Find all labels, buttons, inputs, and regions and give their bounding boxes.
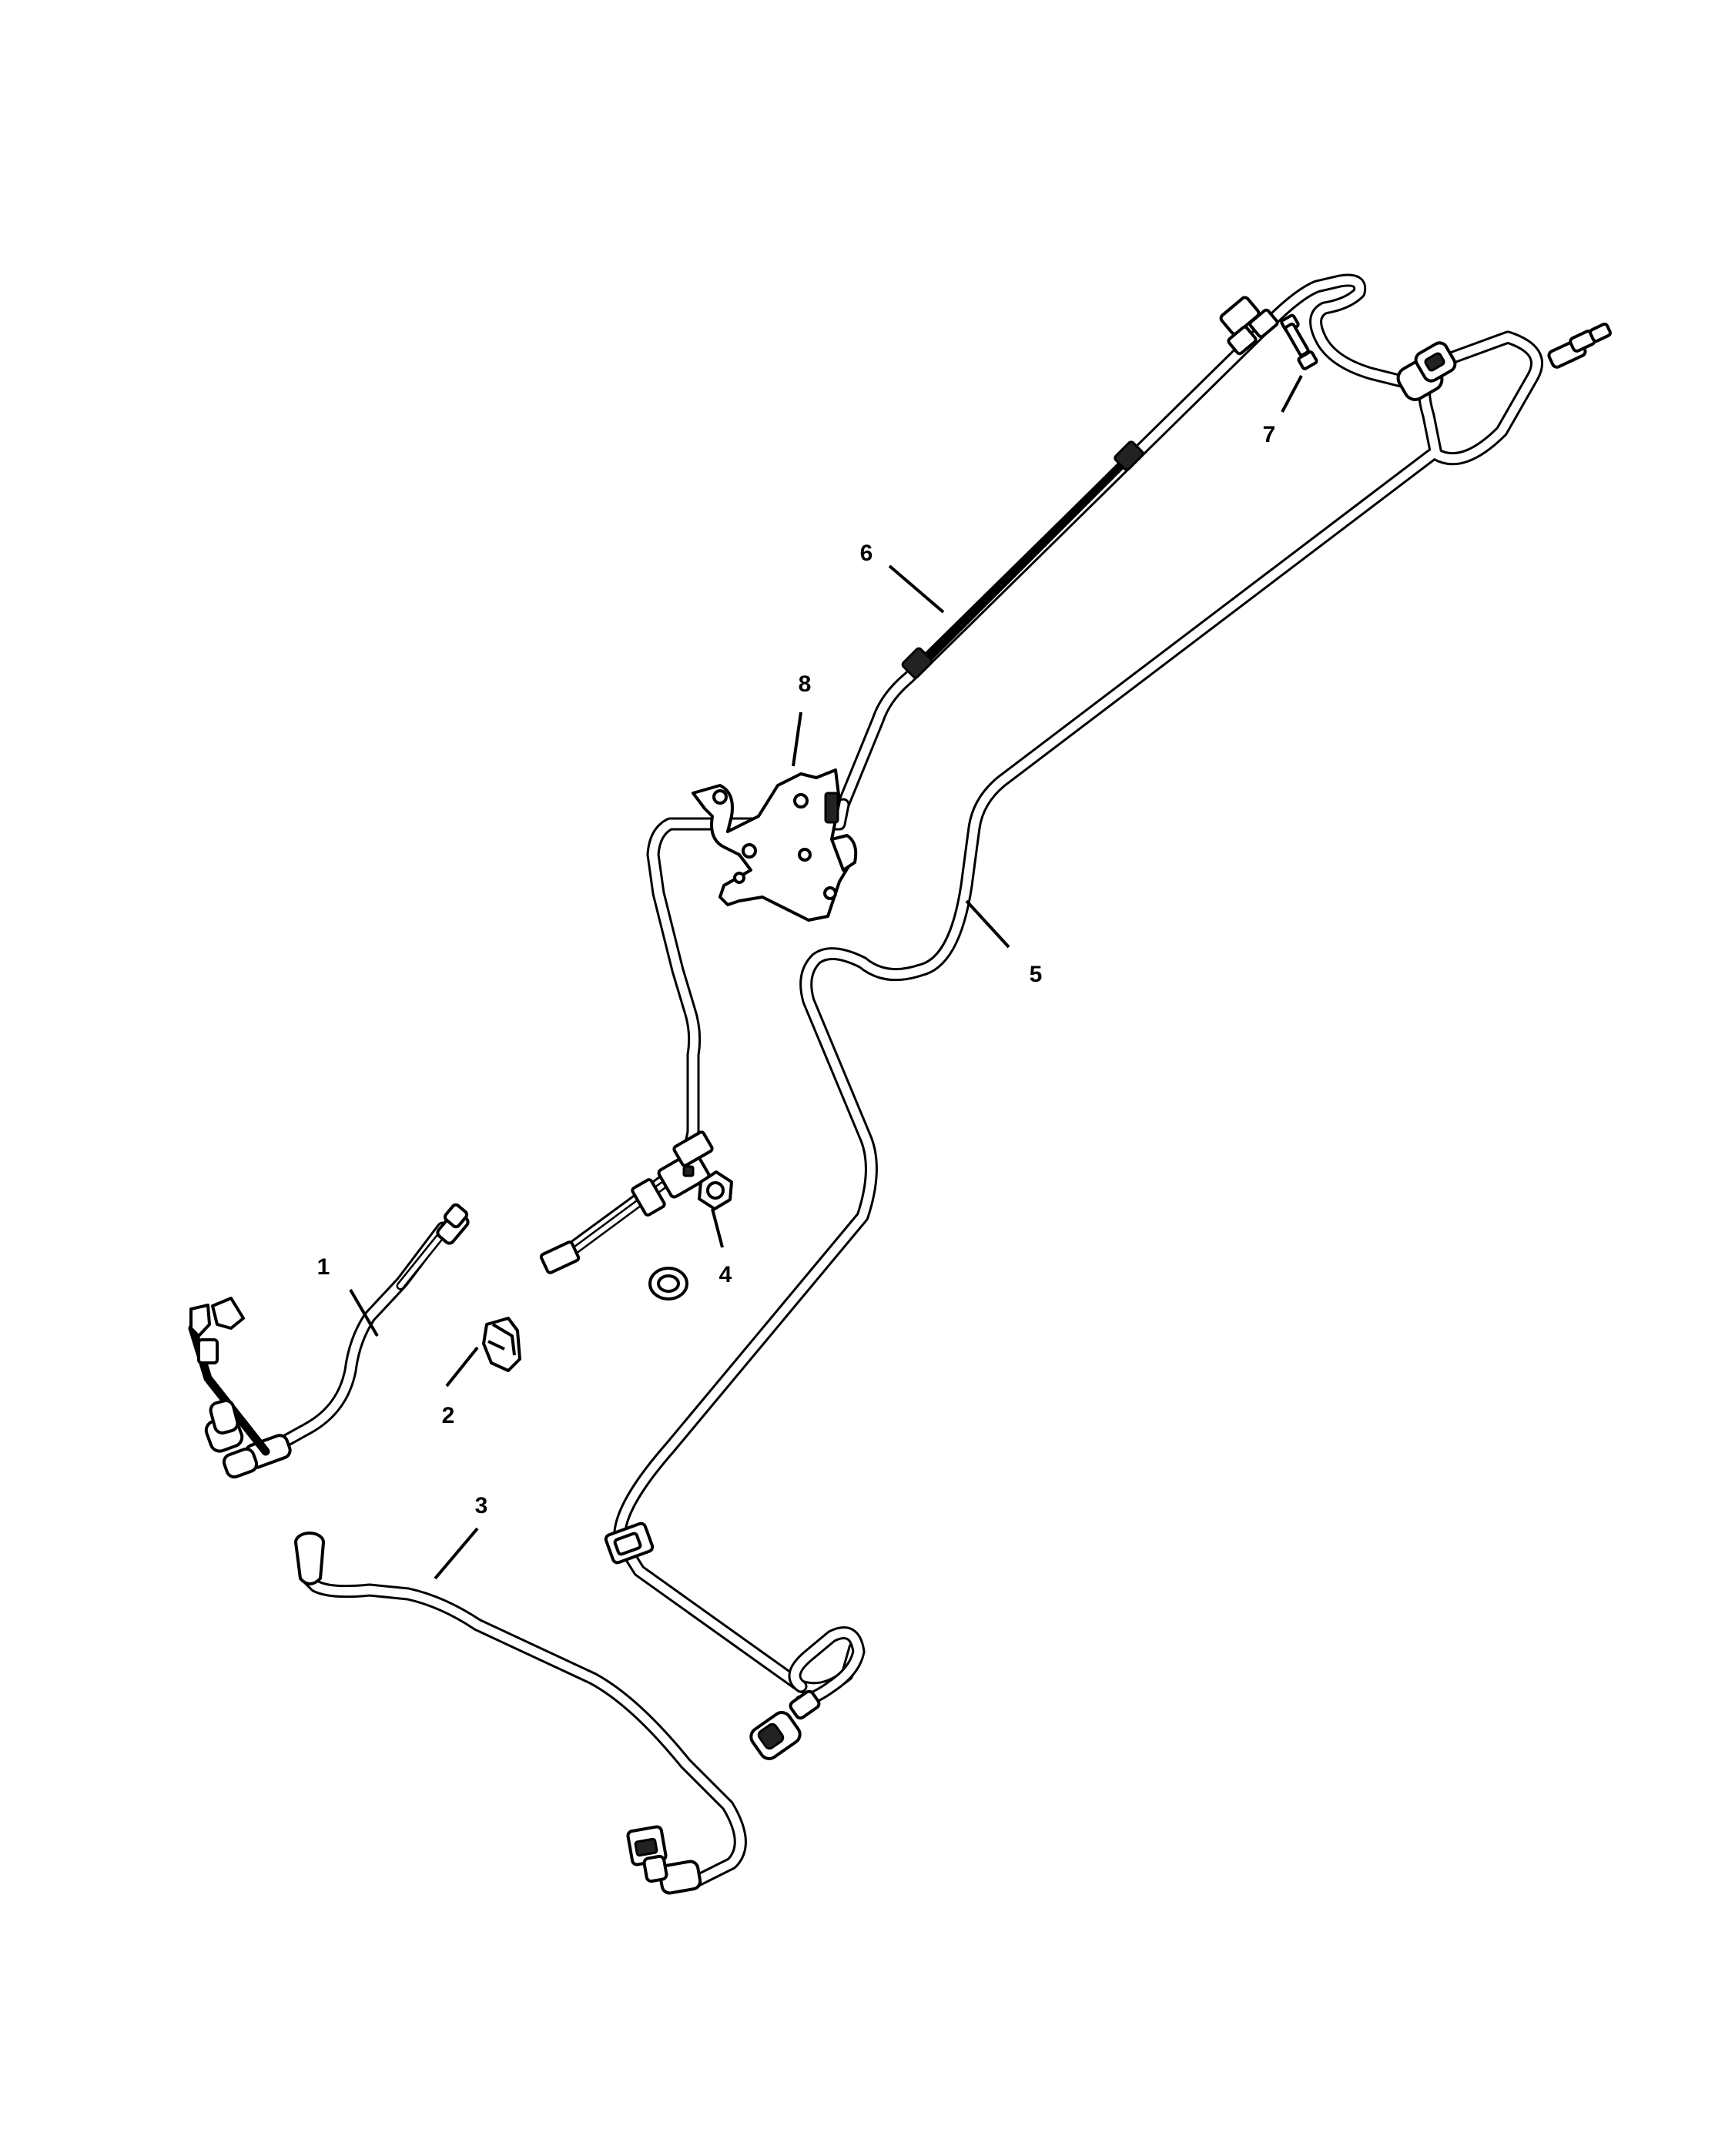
leader-3: [434, 1527, 479, 1580]
callout-2: 2: [442, 1403, 455, 1428]
part-7-bolt: [1280, 313, 1318, 370]
leader-8: [792, 711, 802, 767]
part-5-upper-connector: [1547, 322, 1612, 369]
part-8-mounting-bracket: [692, 768, 858, 922]
part-4-nut-lower: [648, 1267, 688, 1301]
part-1-fuel-tube: [188, 1203, 470, 1479]
callout-5: 5: [1030, 962, 1043, 987]
callout-8: 8: [799, 671, 812, 697]
leader-2: [445, 1346, 479, 1388]
leader-4: [711, 1208, 724, 1248]
callout-4: 4: [719, 1262, 732, 1287]
part-4-nut-upper: [698, 1170, 733, 1210]
part-2-clip: [482, 1317, 521, 1372]
leader-1: [349, 1288, 379, 1337]
part-6-lower-bracket: [631, 1130, 714, 1217]
part-5-clip: [604, 1522, 655, 1565]
part-5-main-fuel-tube: [604, 322, 1612, 1760]
callout-1: 1: [317, 1254, 330, 1280]
callout-3: 3: [475, 1493, 488, 1518]
part-6-top-clip: [1219, 296, 1279, 356]
leader-7: [1281, 375, 1303, 413]
callout-6: 6: [860, 541, 873, 566]
part-6-fuel-tube-assembly: [539, 273, 1457, 1274]
part-5-lower-connector: [749, 1689, 821, 1760]
part-3-fuel-tube: [294, 1532, 747, 1895]
leader-6: [888, 564, 945, 614]
leader-5: [965, 899, 1010, 949]
callout-7: 7: [1263, 422, 1276, 447]
part-6-elbow-connector: [1396, 341, 1457, 401]
